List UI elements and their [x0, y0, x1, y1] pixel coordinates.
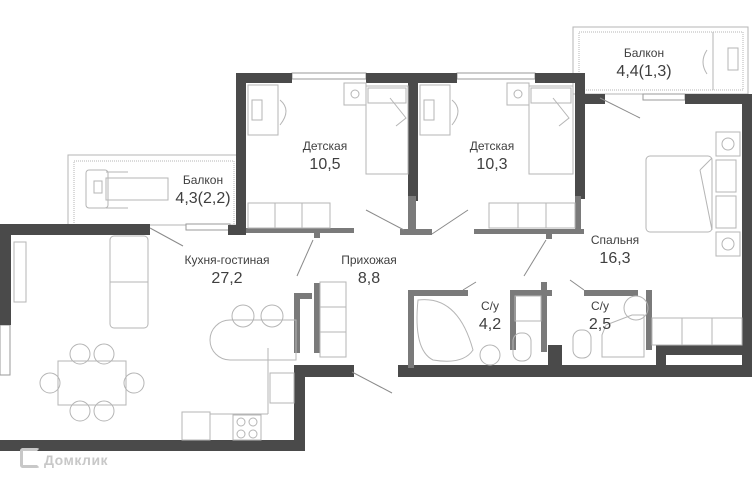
- room-label-kids-room-2: Детская 10,3: [469, 139, 515, 174]
- furniture: [13, 82, 743, 441]
- room-area: 8,8: [357, 269, 381, 287]
- room-area: 4,4(1,3): [616, 62, 672, 80]
- room-label-balcony-left: Балкон 4,3(2,2): [175, 173, 231, 208]
- hallway-wardrobe-icon: [319, 281, 347, 358]
- partitions: [246, 196, 652, 368]
- room-area: 16,3: [599, 249, 631, 267]
- room-name: Детская: [469, 139, 515, 153]
- window: [456, 72, 536, 80]
- stove-icon: [232, 414, 262, 441]
- window: [291, 72, 367, 80]
- room-area: 4,2: [478, 315, 502, 333]
- chair-icon: [702, 49, 708, 75]
- room-name: Прихожая: [341, 253, 397, 267]
- chair-icon: [279, 99, 287, 126]
- nightstand-icon: [715, 131, 741, 157]
- wardrobe-icon: [247, 202, 331, 229]
- room-name: Спальня: [590, 233, 640, 247]
- watermark: Домклик: [20, 448, 108, 468]
- room-label-kitchen-living: Кухня-гостиная 27,2: [184, 253, 270, 288]
- dining-table-icon: [57, 360, 127, 406]
- window: [0, 324, 11, 376]
- kitchen-island-icon: [209, 319, 297, 361]
- wardrobe-icon: [488, 202, 576, 229]
- bathtub-icon: [416, 299, 474, 362]
- lamp-icon: [343, 82, 367, 106]
- tv-icon: [13, 241, 27, 303]
- door-swings: [149, 97, 641, 394]
- room-label-bedroom: Спальня 16,3: [590, 233, 640, 268]
- desk-icon: [727, 47, 739, 71]
- toilet-icon: [572, 329, 592, 359]
- sink-icon: [479, 344, 501, 366]
- room-name: Детская: [302, 139, 348, 153]
- watermark-text: Домклик: [44, 452, 109, 468]
- room-name: С/у: [591, 299, 609, 313]
- bed-icon: [528, 85, 574, 175]
- room-area: 2,5: [588, 315, 612, 333]
- room-area: 4,3(2,2): [175, 189, 231, 207]
- domclick-logo-icon: [20, 448, 40, 468]
- desk-icon: [247, 84, 279, 136]
- window: [642, 93, 686, 101]
- balcony-right-inner: [578, 31, 744, 91]
- shower-icon: [601, 314, 645, 358]
- bed-icon: [365, 85, 409, 175]
- room-label-kids-room-1: Детская 10,5: [302, 139, 348, 174]
- room-area: 10,3: [476, 155, 508, 173]
- wardrobe-icon: [651, 317, 743, 346]
- room-name: Балкон: [623, 46, 665, 60]
- fridge-icon: [181, 411, 211, 441]
- room-area: 27,2: [211, 269, 243, 287]
- nightstand-icon: [715, 231, 741, 257]
- room-name: С/у: [481, 299, 499, 313]
- room-label-bathroom-1: С/у 4,2: [478, 299, 502, 334]
- double-bed-icon: [645, 155, 713, 233]
- room-area: 10,5: [309, 155, 341, 173]
- room-label-bathroom-2: С/у 2,5: [588, 299, 612, 334]
- room-name: Балкон: [182, 173, 224, 187]
- lounger-icon: [85, 169, 109, 209]
- washing-machine-icon: [514, 295, 542, 322]
- walls: [0, 73, 752, 451]
- sink-icon: [623, 295, 649, 321]
- lamp-icon: [506, 82, 530, 106]
- sink-icon: [269, 372, 295, 404]
- toilet-icon: [512, 332, 532, 362]
- window: [185, 223, 231, 231]
- chair-icon: [451, 99, 459, 126]
- room-name: Кухня-гостиная: [184, 253, 270, 267]
- room-label-balcony-right: Балкон 4,4(1,3): [616, 46, 672, 81]
- room-label-hallway: Прихожая 8,8: [341, 253, 397, 288]
- desk-icon: [419, 84, 451, 136]
